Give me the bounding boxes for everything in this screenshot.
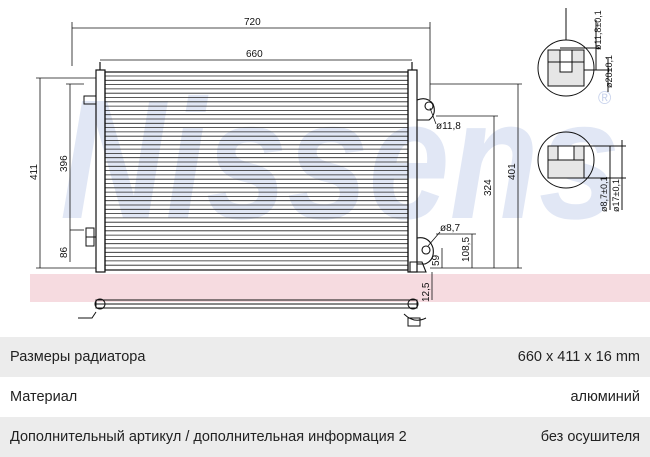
- dim-overall-height: 411: [29, 164, 40, 180]
- port-detail-bottom: [537, 131, 626, 210]
- dim-core-height: 396: [59, 155, 70, 172]
- detail-bottom-outer: ø8,7±0,1: [599, 177, 609, 212]
- port-detail-top: [537, 8, 612, 97]
- dimension-labels: 720 660 411 396 86 401 324 108,5 59 12,5…: [29, 17, 518, 302]
- spec-value: без осушителя: [540, 429, 640, 445]
- port-detail-top-labels: ø11,8±0,1 ø20±0,1: [593, 10, 614, 88]
- dimension-lines: [36, 22, 522, 300]
- dim-lower-offset: 59: [431, 254, 442, 266]
- spec-label: Материал: [10, 389, 78, 405]
- dim-core-width: 660: [246, 49, 263, 60]
- radiator-technical-drawing: Nissens ®: [29, 8, 650, 327]
- spec-value: алюминий: [570, 389, 640, 405]
- spec-row-dimensions: Размеры радиатора 660 x 411 x 16 mm: [0, 337, 650, 377]
- dim-outlet-height: 401: [507, 163, 518, 180]
- dim-bottom-offset: 12,5: [421, 282, 432, 302]
- bottom-view: [78, 298, 427, 327]
- pipe-connections: [409, 98, 435, 273]
- spec-label: Размеры радиатора: [10, 349, 146, 365]
- spec-row-material: Материал алюминий: [0, 377, 650, 417]
- spec-row-additional-info: Дополнительный артикул / дополнительная …: [0, 417, 650, 457]
- registered-mark: ®: [598, 88, 611, 108]
- spec-table: Размеры радиатора 660 x 411 x 16 mm Мате…: [0, 337, 650, 457]
- dim-outlet-diameter: ø8,7: [440, 223, 460, 234]
- brand-watermark: Nissens: [60, 65, 620, 255]
- dim-lower-port: 108,5: [461, 237, 472, 262]
- dim-inlet-diameter: ø11,8: [436, 121, 461, 132]
- spec-value: 660 x 411 x 16 mm: [517, 349, 640, 365]
- dim-overall-width: 720: [244, 17, 261, 28]
- left-bracket: [83, 95, 97, 247]
- detail-top-outer: ø11,8±0,1: [593, 10, 603, 50]
- highlight-band: [30, 274, 650, 302]
- port-detail-bottom-labels: ø8,7±0,1 ø17±0,1: [599, 177, 621, 212]
- detail-bottom-inner: ø17±0,1: [611, 179, 621, 212]
- dim-inlet-height: 324: [483, 179, 494, 196]
- dim-bottom-bracket: 86: [59, 246, 70, 258]
- spec-label: Дополнительный артикул / дополнительная …: [10, 429, 407, 445]
- radiator-core-fins: [105, 75, 408, 266]
- detail-top-inner: ø20±0,1: [604, 55, 614, 88]
